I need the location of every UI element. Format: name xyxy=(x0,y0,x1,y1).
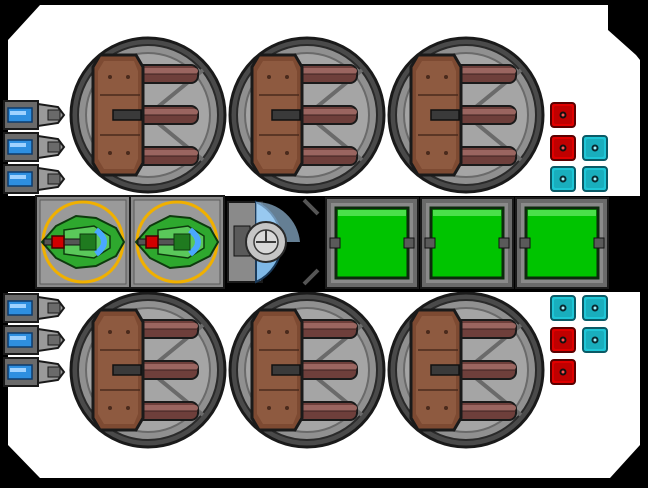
hangar-bay-1[interactable] xyxy=(36,196,130,288)
cargo-bay-3[interactable] xyxy=(514,196,610,290)
turret-bottom-2[interactable] xyxy=(228,291,386,449)
cyan-light-4[interactable] xyxy=(550,295,576,321)
turret-top-2[interactable] xyxy=(228,36,386,194)
cyan-light-6[interactable] xyxy=(582,327,608,353)
hangar-bay-2[interactable] xyxy=(130,196,224,288)
cargo-bay-2[interactable] xyxy=(419,196,515,290)
cyan-light-2[interactable] xyxy=(550,166,576,192)
red-light-2[interactable] xyxy=(550,135,576,161)
red-light-1[interactable] xyxy=(550,102,576,128)
cargo-bay-1[interactable] xyxy=(324,196,420,290)
cyan-light-1[interactable] xyxy=(582,135,608,161)
turret-top-3[interactable] xyxy=(387,36,545,194)
cyan-light-5[interactable] xyxy=(582,295,608,321)
turret-top-1[interactable] xyxy=(69,36,227,194)
reactor-core[interactable] xyxy=(226,196,322,288)
turret-bottom-3[interactable] xyxy=(387,291,545,449)
turret-bottom-1[interactable] xyxy=(69,291,227,449)
red-light-4[interactable] xyxy=(550,359,576,385)
cyan-light-3[interactable] xyxy=(582,166,608,192)
red-light-3[interactable] xyxy=(550,327,576,353)
